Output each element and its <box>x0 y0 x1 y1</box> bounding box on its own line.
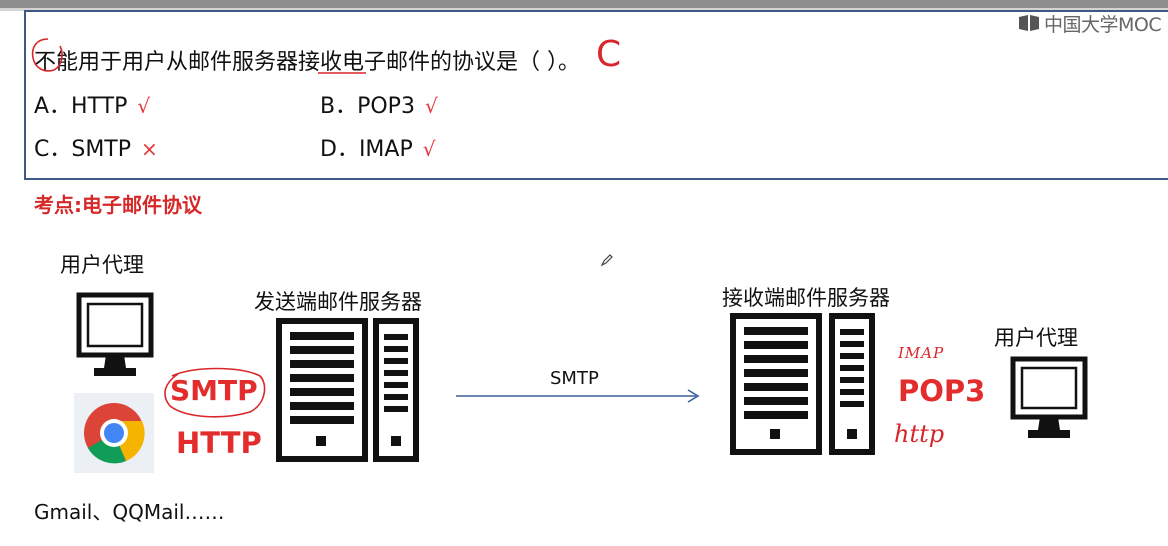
question-frame <box>24 10 1168 180</box>
top-bar-shadow <box>0 8 1168 11</box>
receive-protocol-imap: IMAP <box>898 344 945 362</box>
send-protocol-http: HTTP <box>176 426 262 460</box>
receiver-server-label: 接收端邮件服务器 <box>722 286 890 310</box>
transfer-protocol-label: SMTP <box>550 368 599 389</box>
pencil-icon <box>600 252 614 271</box>
user-agent-right-label: 用户代理 <box>994 326 1078 350</box>
check-mark-icon: √ <box>137 94 151 118</box>
sender-server-label: 发送端邮件服务器 <box>254 290 422 314</box>
send-protocol-smtp: SMTP <box>170 374 258 407</box>
logo-text: 中国大学MOC <box>1044 13 1162 36</box>
receive-protocol-pop3: POP3 <box>898 374 986 408</box>
arrow-icon <box>456 389 700 403</box>
option-c: C．SMTP× <box>34 137 158 162</box>
handwritten-answer: C <box>596 34 622 75</box>
handwritten-circle <box>164 367 266 418</box>
top-bar <box>0 0 1168 8</box>
handwritten-underline <box>318 72 366 74</box>
option-a: A．HTTP√ <box>34 94 151 119</box>
monitor-icon <box>76 292 154 376</box>
option-b: B．POP3√ <box>320 94 438 119</box>
email-clients-label: Gmail、QQMail…… <box>34 500 225 524</box>
check-mark-icon: √ <box>422 137 436 161</box>
chrome-tile <box>74 393 154 473</box>
check-mark-icon: √ <box>424 94 438 118</box>
book-logo-icon <box>1019 15 1039 31</box>
cross-mark-icon: × <box>141 137 158 161</box>
topic-label: 考点:电子邮件协议 <box>34 193 202 217</box>
mooc-logo: 中国大学MOC <box>1018 10 1162 36</box>
server-icon <box>730 313 875 455</box>
option-d: D．IMAP√ <box>320 137 436 162</box>
receive-protocol-http: http <box>894 420 945 448</box>
server-icon <box>276 318 419 462</box>
question-text: 不能用于用户从邮件服务器接收电子邮件的协议是（ ）。 <box>34 50 580 75</box>
user-agent-left-label: 用户代理 <box>60 253 144 277</box>
chrome-icon <box>84 403 145 464</box>
monitor-icon <box>1010 356 1088 438</box>
handwritten-circle <box>31 38 63 72</box>
